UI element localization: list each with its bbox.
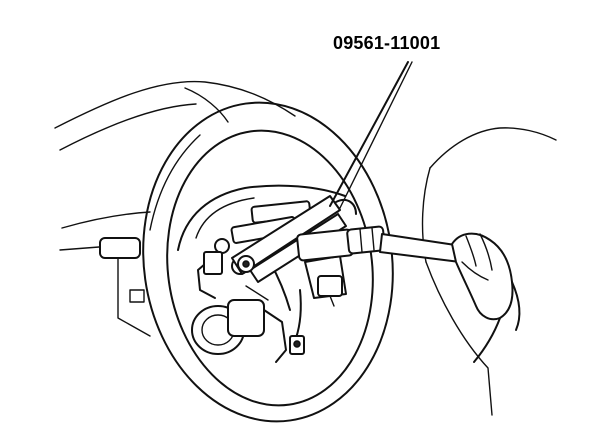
steering-hub-assembly	[177, 184, 347, 363]
dashboard-outline	[54, 80, 296, 337]
part-number-label: 09561-11001	[333, 33, 441, 53]
leader-line	[329, 61, 409, 207]
hand	[451, 232, 521, 363]
wire-harness	[295, 289, 302, 339]
switch-knob	[99, 237, 141, 259]
